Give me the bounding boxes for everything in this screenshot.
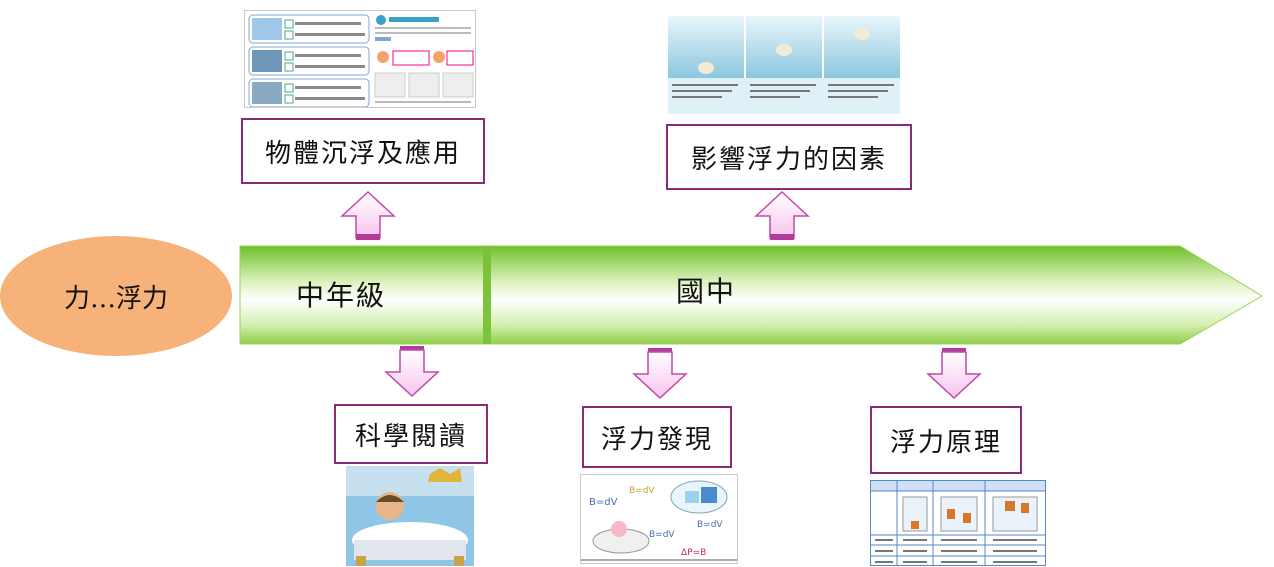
topic-label: 力…浮力 bbox=[63, 283, 168, 314]
box-reading: 科學閱讀 bbox=[334, 404, 488, 464]
thumb-principle-table bbox=[870, 480, 1046, 566]
thumb-archimedes-bath bbox=[346, 466, 474, 566]
box-discovery: 浮力發現 bbox=[582, 406, 732, 468]
down-arrow-2 bbox=[632, 348, 688, 400]
thumb-textbook-page bbox=[244, 10, 476, 108]
thumb-buoyancy-cartoon: B=dV B=dV B=dV B=dV ΔP=B bbox=[580, 474, 738, 564]
svg-text:B=dV: B=dV bbox=[697, 520, 723, 530]
svg-text:B=dV: B=dV bbox=[629, 486, 655, 496]
segment-junior-high: 國中 bbox=[676, 275, 737, 308]
topic-oval: 力…浮力 bbox=[0, 236, 232, 356]
down-arrow-1 bbox=[384, 346, 440, 398]
svg-text:B=dV: B=dV bbox=[649, 530, 675, 540]
svg-text:ΔP=B: ΔP=B bbox=[681, 548, 706, 558]
box-principle: 浮力原理 bbox=[870, 406, 1022, 474]
box-sink-float: 物體沉浮及應用 bbox=[241, 118, 485, 184]
up-arrow-2 bbox=[754, 190, 810, 240]
up-arrow-1 bbox=[340, 190, 396, 240]
segment-middle-grade: 中年級 bbox=[296, 279, 387, 312]
box-factors: 影響浮力的因素 bbox=[666, 124, 912, 190]
thumb-egg-beakers bbox=[668, 16, 900, 114]
down-arrow-3 bbox=[926, 348, 982, 400]
svg-text:B=dV: B=dV bbox=[589, 497, 618, 508]
